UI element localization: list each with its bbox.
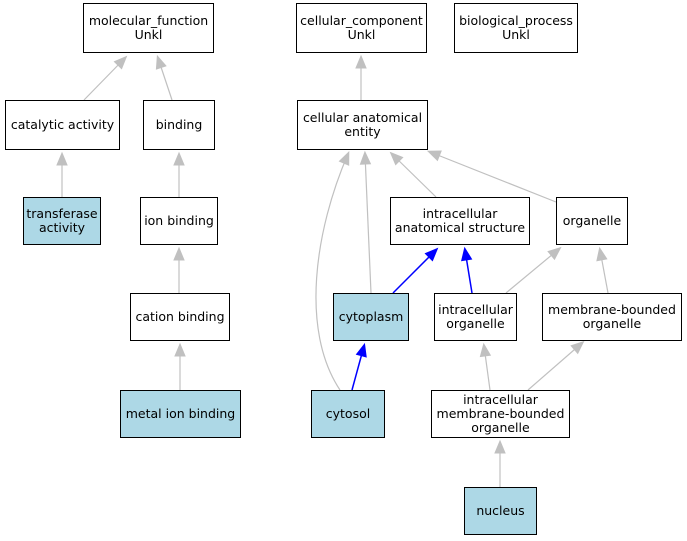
arrowhead — [389, 151, 404, 166]
arrowhead — [173, 151, 185, 166]
arrowhead — [174, 342, 186, 357]
edge-transferase-activity-to-catalytic-activity — [56, 151, 68, 197]
node-intracellular-membrane-bounded-organelle[interactable]: intracellular membrane-bounded organelle — [431, 390, 570, 438]
node-cytoplasm[interactable]: cytoplasm — [333, 293, 409, 341]
node-intracellular-organelle[interactable]: intracellular organelle — [434, 293, 517, 341]
edge-nucleus-to-intracellular-membrane-bounded-organelle — [494, 439, 506, 487]
arrowhead — [479, 342, 492, 358]
edge-intracellular-membrane-bounded-organelle-to-membrane-bounded-organelle — [527, 340, 585, 391]
arrowhead — [596, 246, 608, 262]
node-intracellular-anatomical-structure[interactable]: intracellular anatomical structure — [390, 197, 530, 245]
node-cellular-anatomical-entity[interactable]: cellular anatomical entity — [297, 100, 428, 150]
node-biological-process[interactable]: biological_process Unkl — [454, 3, 578, 53]
edge-intracellular-membrane-bounded-organelle-to-intracellular-organelle — [479, 342, 492, 391]
node-cellular-component[interactable]: cellular_component Unkl — [296, 3, 427, 53]
arrowhead — [113, 55, 128, 70]
arrowhead — [461, 246, 473, 262]
arrowhead — [426, 150, 442, 162]
node-organelle[interactable]: organelle — [556, 197, 628, 245]
edge-catalytic-activity-to-molecular-function — [83, 55, 128, 101]
edge-intracellular-organelle-to-organelle — [505, 246, 562, 294]
node-nucleus[interactable]: nucleus — [464, 487, 537, 535]
arrowhead — [547, 246, 562, 261]
edge-metal-ion-binding-to-cation-binding — [174, 342, 186, 390]
node-ion-binding[interactable]: ion binding — [140, 197, 218, 245]
node-catalytic-activity[interactable]: catalytic activity — [5, 100, 120, 150]
arrowhead — [155, 54, 167, 70]
node-binding[interactable]: binding — [143, 100, 215, 150]
node-cation-binding[interactable]: cation binding — [130, 293, 230, 341]
edge-organelle-to-cellular-anatomical-entity — [426, 150, 557, 203]
node-membrane-bounded-organelle[interactable]: membrane-bounded organelle — [542, 293, 682, 341]
edge-membrane-bounded-organelle-to-organelle — [596, 246, 609, 294]
node-metal-ion-binding[interactable]: metal ion binding — [120, 390, 241, 438]
edge-cytoplasm-to-intracellular-anatomical-structure — [392, 247, 439, 294]
node-cytosol[interactable]: cytosol — [311, 390, 385, 438]
edge-cytoplasm-to-cellular-anatomical-entity — [359, 150, 372, 294]
node-molecular-function[interactable]: molecular_function Unkl — [83, 3, 214, 53]
edge-ion-binding-to-binding — [173, 151, 185, 197]
arrowhead — [56, 151, 68, 166]
edge-intracellular-anatomical-structure-to-cellular-anatomical-entity — [389, 151, 437, 198]
arrowhead — [570, 340, 585, 355]
arrowhead — [355, 342, 367, 358]
arrowhead — [359, 150, 372, 165]
arrowhead — [424, 247, 439, 262]
arrowhead — [173, 246, 185, 261]
arrowhead — [338, 150, 350, 166]
edge-cellular-anatomical-entity-to-cellular-component — [355, 54, 367, 100]
edge-cytosol-to-cytoplasm — [351, 342, 367, 391]
arrowhead — [494, 439, 506, 454]
edge-cation-binding-to-ion-binding — [173, 246, 185, 293]
arrowhead — [355, 54, 367, 69]
edge-cytosol-to-cellular-anatomical-entity — [315, 150, 350, 391]
edge-binding-to-molecular-function — [155, 54, 173, 101]
node-transferase-activity[interactable]: transferase activity — [23, 197, 101, 245]
edge-intracellular-organelle-to-intracellular-anatomical-structure — [461, 246, 473, 294]
